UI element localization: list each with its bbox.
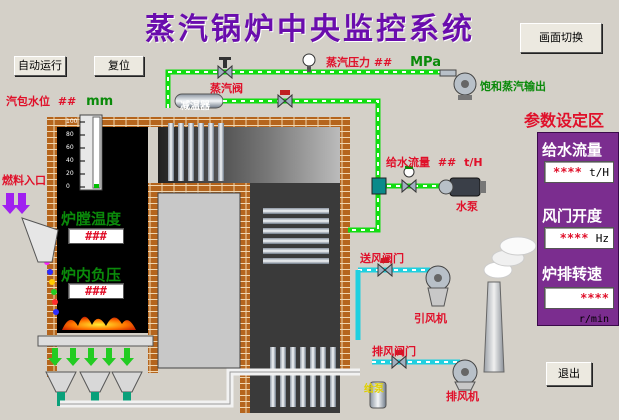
gauge-tick: 60 xyxy=(66,144,74,151)
induced-fan-label: 引风机 xyxy=(414,312,447,325)
switch-screen-button[interactable]: 画面切换 xyxy=(520,23,602,53)
gauge-tick: 0 xyxy=(66,183,70,190)
furnace-temp-value: ### xyxy=(68,228,124,244)
saturated-steam-output-label: 饱和蒸汽输出 xyxy=(480,80,546,93)
air-preheater-tubes xyxy=(270,347,336,407)
param-label-grate: 炉排转速 xyxy=(542,265,603,283)
feedwater-flow-value: ## xyxy=(437,156,457,169)
flue-pass-upper xyxy=(158,127,340,183)
supply-air-pipe xyxy=(355,267,430,340)
furnace-temp-label: 炉膛温度 xyxy=(61,210,122,228)
exhaust-valve-icon xyxy=(391,350,407,370)
pressure-gauge-icon xyxy=(302,53,316,72)
param-label-feedwater: 给水流量 xyxy=(542,141,603,159)
drum-level-gauge xyxy=(79,114,103,191)
steam-pipe xyxy=(165,69,440,233)
param-value: **** xyxy=(552,165,582,179)
exhaust-fan-label: 排风机 xyxy=(446,390,479,403)
feed-valve-icon xyxy=(401,166,417,194)
param-unit: t/H xyxy=(589,166,609,179)
chimney xyxy=(483,236,537,373)
steam-pressure-unit: MPa xyxy=(410,55,442,70)
furnace-pressure-value: ### xyxy=(68,283,124,299)
gauge-tick: 20 xyxy=(66,170,74,177)
exhaust-valve-label: 排风阀门 xyxy=(372,345,416,358)
gauge-scale: 100 80 60 40 20 0 xyxy=(66,115,77,193)
steam-valve-icon xyxy=(217,57,233,80)
param-value: **** xyxy=(559,231,589,245)
induced-fan-icon xyxy=(425,265,451,307)
steam-output-pump-icon xyxy=(439,69,477,100)
drum-level-label: 汽包水位 xyxy=(6,95,50,108)
exhaust-fan-icon xyxy=(452,359,478,391)
supply-valve-icon xyxy=(377,258,393,278)
param-unit: Hz xyxy=(595,232,609,245)
desuperheater-valve-icon xyxy=(277,90,293,109)
steam-pressure-value: ## xyxy=(373,56,393,69)
flame-icon xyxy=(62,316,136,330)
feedwater-flow-readout: 给水流量 ## t/H xyxy=(386,154,483,170)
ash-hoppers xyxy=(45,371,143,406)
air-inlet-arrows-icon xyxy=(48,348,134,366)
drum-level-readout: 汽包水位 ## mm xyxy=(6,93,113,109)
grate xyxy=(37,335,154,347)
param-input-grate[interactable]: **** r/min xyxy=(544,287,614,325)
param-value: **** xyxy=(580,291,609,305)
desuperheater-label: 减温器 xyxy=(180,101,210,112)
fuel-inlet-label: 燃料入口 xyxy=(2,174,46,187)
steam-valve-label: 蒸汽阀 xyxy=(210,82,243,95)
superheater-tubes xyxy=(168,123,224,181)
fuel-inlet-arrows-icon xyxy=(2,193,30,214)
gauge-tick: 80 xyxy=(66,131,74,138)
water-pump-label: 水泵 xyxy=(456,200,478,213)
feedwater-flow-unit: t/H xyxy=(464,156,483,169)
steam-pressure-readout: 蒸汽压力 ## MPa xyxy=(326,54,441,70)
auto-run-button[interactable]: 自动运行 xyxy=(14,56,66,76)
param-input-damper[interactable]: **** Hz xyxy=(544,227,614,249)
pump-room-tank-icon xyxy=(369,381,387,409)
drum-level-unit: mm xyxy=(86,94,114,109)
param-label-damper: 风门开度 xyxy=(542,207,603,225)
exit-button[interactable]: 退出 xyxy=(546,362,592,386)
pump-room-label: 给泵 xyxy=(364,384,384,395)
furnace-pressure-label: 炉内负压 xyxy=(61,266,122,284)
feedwater-flow-label: 给水流量 xyxy=(386,156,430,169)
drum-level-value: ## xyxy=(57,95,77,108)
params-heading: 参数设定区 xyxy=(524,111,605,130)
reset-button[interactable]: 复位 xyxy=(94,56,144,76)
params-panel: 给水流量 **** t/H 风门开度 **** Hz 炉排转速 **** r/m… xyxy=(537,132,619,326)
flue-pass-middle xyxy=(157,192,241,369)
param-unit: r/min xyxy=(578,314,609,325)
flowmeter-icon xyxy=(371,177,387,195)
economizer-tubes xyxy=(263,208,329,264)
supply-valve-label: 送风阀门 xyxy=(360,252,404,265)
steam-pressure-label: 蒸汽压力 xyxy=(326,56,370,69)
water-pump-icon xyxy=(438,177,486,197)
gauge-tick: 100 xyxy=(66,118,78,125)
fuel-hopper xyxy=(21,217,59,263)
gauge-tick: 40 xyxy=(66,157,74,164)
param-input-feedwater[interactable]: **** t/H xyxy=(544,161,614,183)
page-title: 蒸汽锅炉中央监控系统 xyxy=(145,12,475,47)
